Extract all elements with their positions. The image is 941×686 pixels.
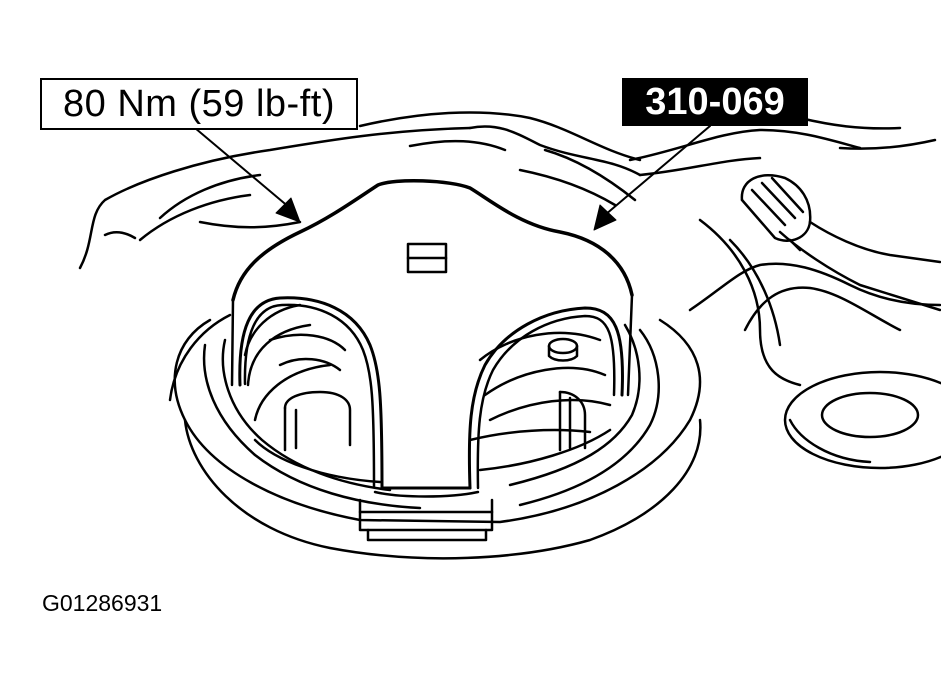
hose-fitting bbox=[740, 173, 941, 312]
body-recess-right bbox=[688, 218, 941, 470]
strut-tower-base bbox=[168, 313, 702, 560]
tool-number-callout: 310-069 bbox=[622, 78, 808, 126]
figure-id: G01286931 bbox=[42, 590, 163, 616]
tool-socket bbox=[230, 178, 634, 542]
torque-spec-callout: 80 Nm (59 lb-ft) bbox=[40, 78, 358, 130]
body-panel-contours bbox=[78, 111, 937, 270]
torque-spec-label: 80 Nm (59 lb-ft) bbox=[63, 82, 335, 125]
tool-number-label: 310-069 bbox=[645, 80, 785, 123]
leader-lines bbox=[194, 125, 711, 231]
